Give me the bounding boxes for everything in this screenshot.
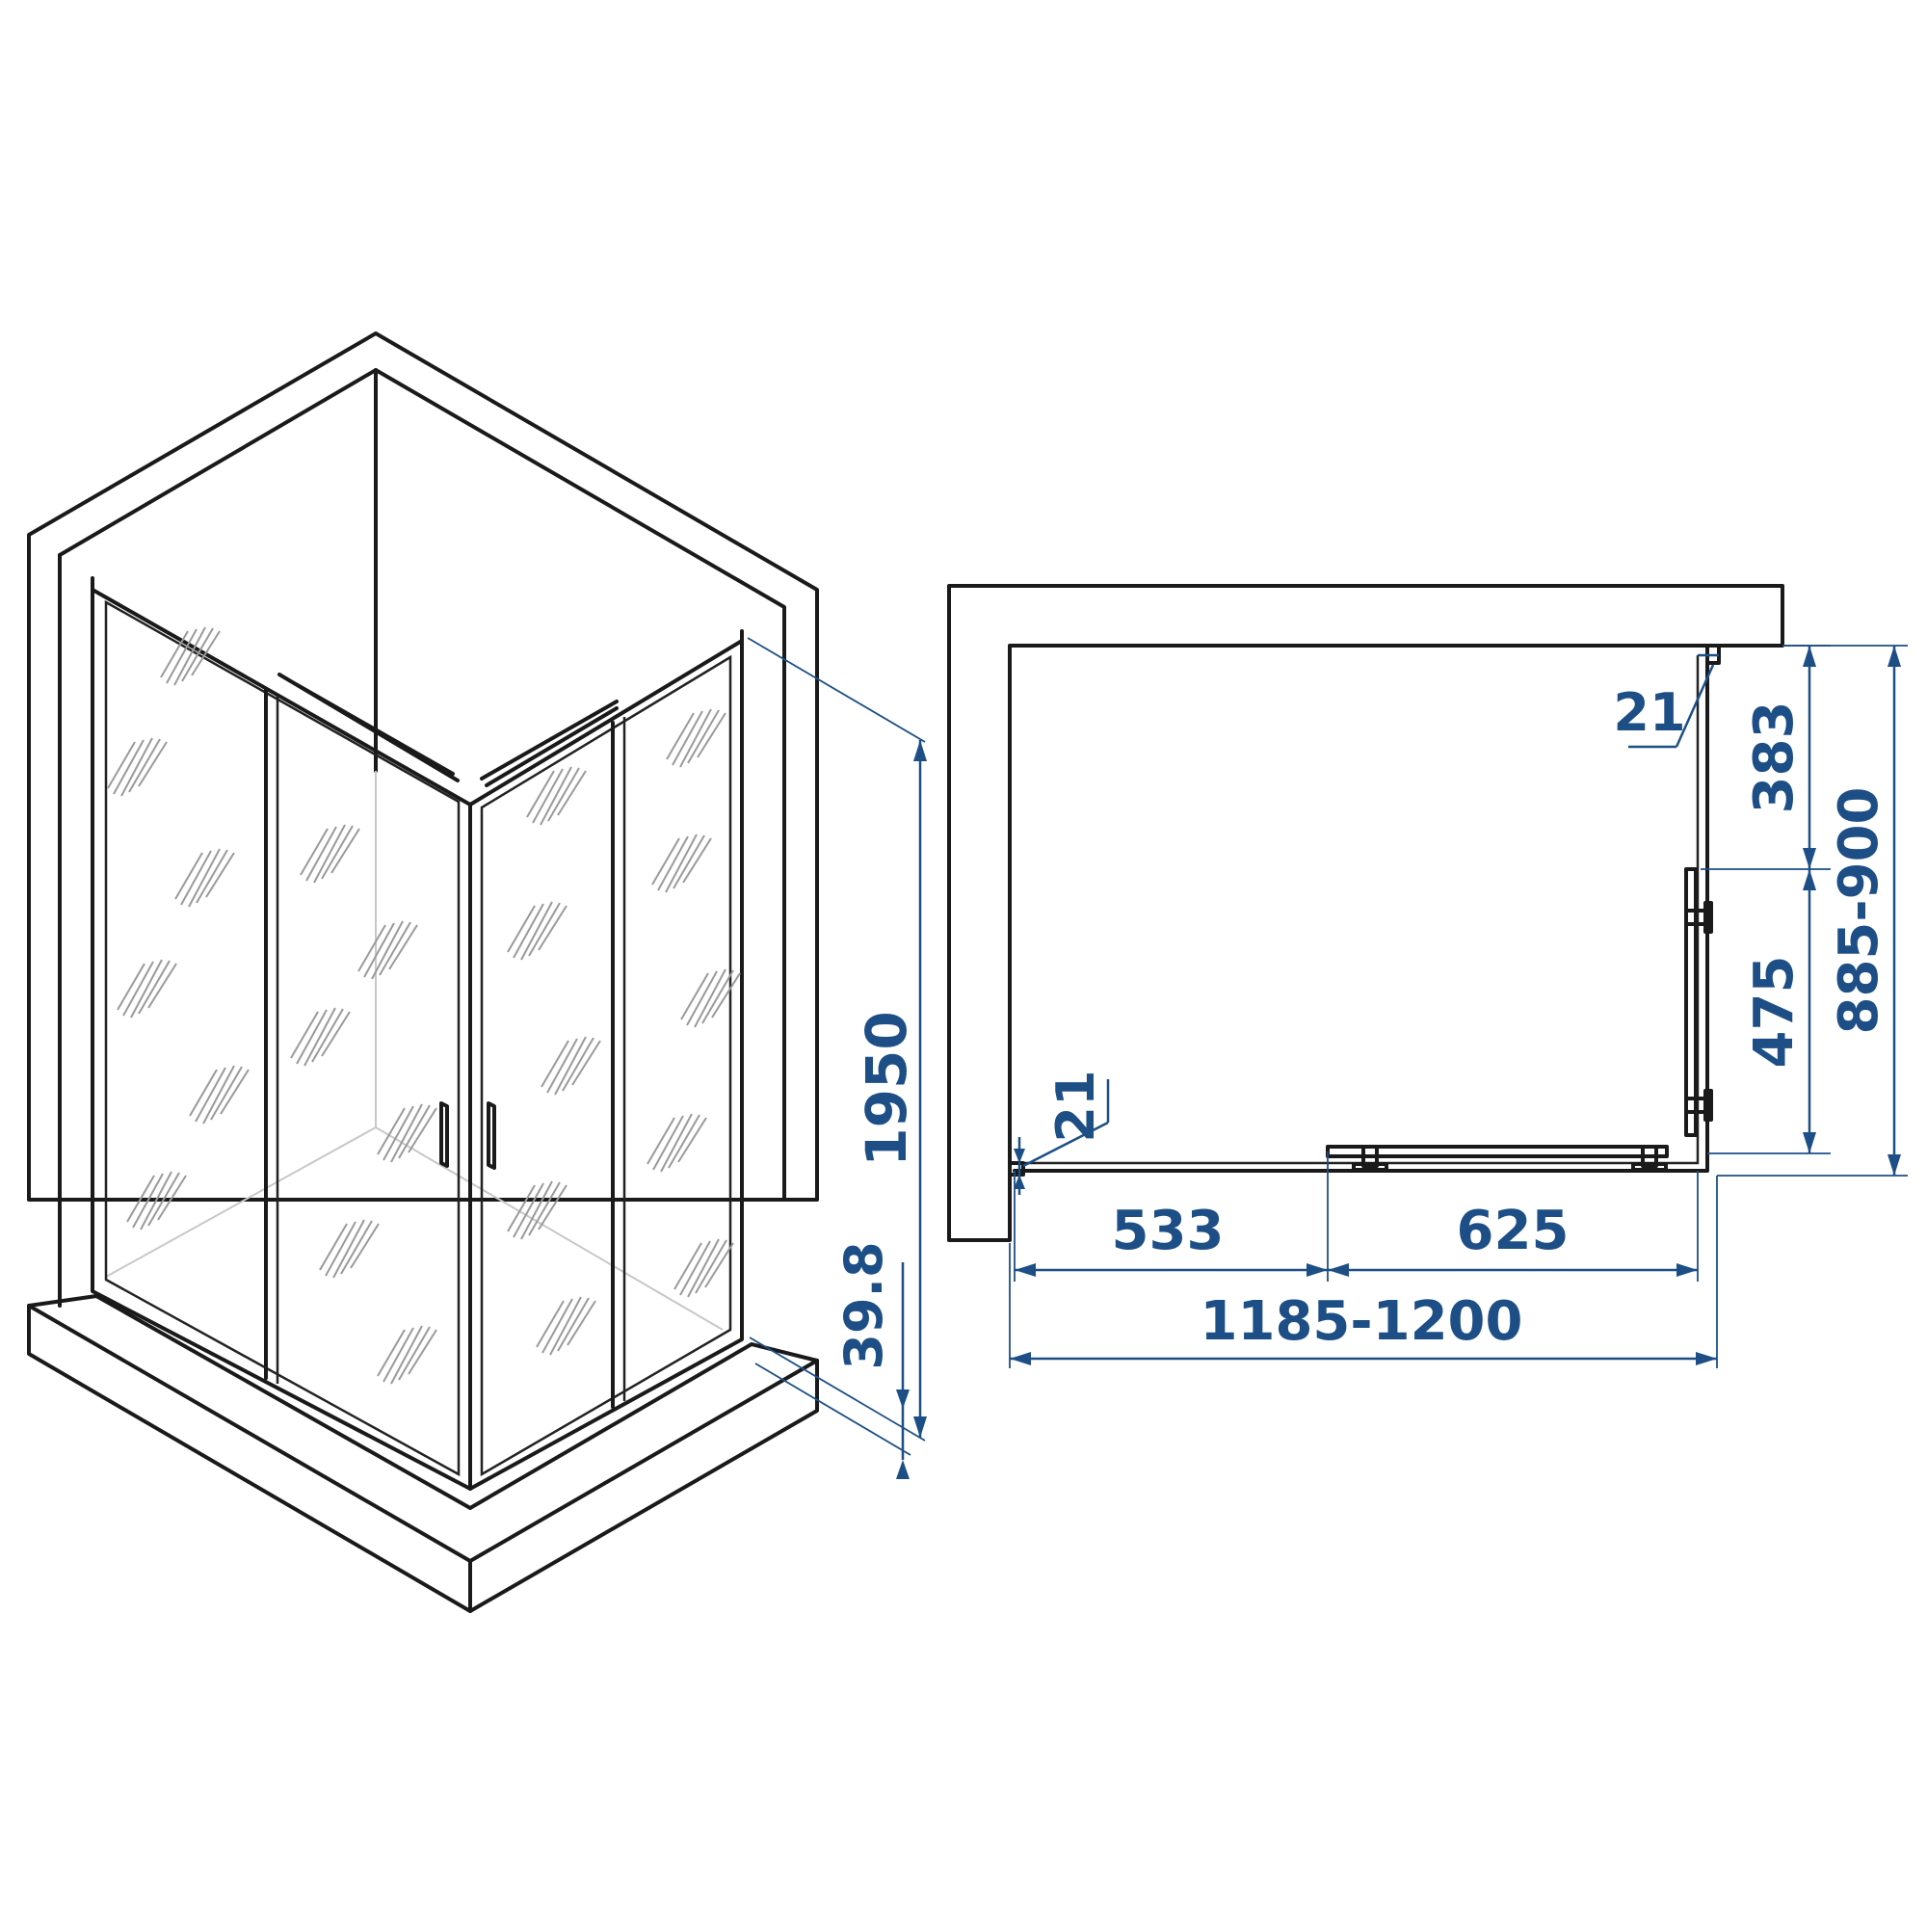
tray-top [27, 1294, 819, 1510]
plan-wall [947, 584, 1784, 1242]
total-depth-label: 885-900 [1828, 786, 1890, 1034]
side-sliding-track [1684, 867, 1698, 1137]
segment-dimensions: 533 625 [1014, 1151, 1699, 1282]
wall-outline [27, 331, 819, 1202]
profile-left-dimension: 21 [1014, 1070, 1110, 1195]
right-panel-frame [468, 639, 744, 1491]
front-roller-1 [1352, 1145, 1388, 1172]
front-roller-2 [1631, 1145, 1668, 1172]
right-panel-inner [480, 654, 732, 1477]
tray-height-dimension: 39.8 [754, 1241, 911, 1479]
total-width-dimension: 1185-1200 [1009, 1176, 1718, 1368]
side-dimensions: 383 475 [1701, 645, 1831, 1154]
total-depth-dimension: 885-900 [1717, 645, 1908, 1177]
wall-inner [58, 368, 786, 1202]
enclosure-outline [1013, 653, 1709, 1173]
top-profile [1705, 644, 1721, 665]
segment-right-label: 625 [1457, 1200, 1570, 1262]
door-handle-left [439, 1101, 449, 1168]
side-roller-2 [1684, 1089, 1713, 1122]
total-width-label: 1185-1200 [1201, 1290, 1523, 1353]
profile-top-label: 21 [1613, 682, 1685, 743]
glass-texture [107, 626, 741, 1385]
top-rail-right [480, 700, 619, 787]
profile-top-dimension: 21 [1613, 653, 1719, 749]
enclosure-inner-line [1015, 655, 1700, 1165]
top-rail-left [277, 673, 460, 782]
perspective-view: 1950 39.8 [27, 331, 927, 1613]
left-panel-inner [104, 599, 461, 1477]
segment-left-label: 533 [1112, 1200, 1225, 1262]
side-upper-label: 383 [1743, 701, 1806, 814]
plan-view: 533 625 1185-1200 383 475 [947, 584, 1908, 1368]
height-label: 1950 [854, 1011, 919, 1166]
side-lower-label: 475 [1743, 956, 1806, 1069]
floor-lines [105, 771, 724, 1331]
tray-height-label: 39.8 [833, 1241, 894, 1369]
door-handle-right [487, 1101, 496, 1170]
side-roller-1 [1684, 901, 1713, 934]
profile-left-label: 21 [1045, 1070, 1106, 1142]
height-dimension: 1950 [747, 637, 927, 1442]
